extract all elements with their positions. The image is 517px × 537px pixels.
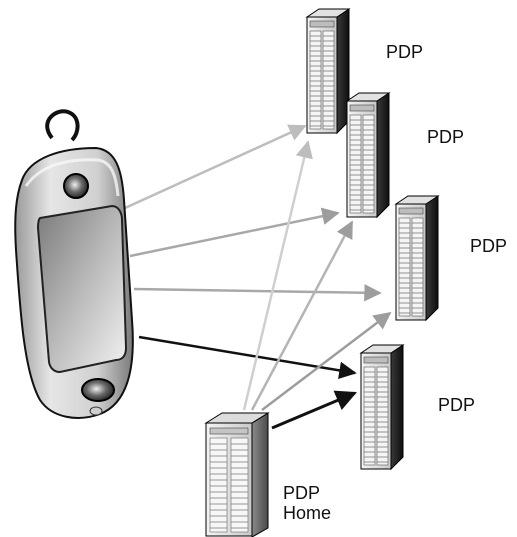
server-pdp-3-label: PDP xyxy=(470,236,507,256)
server-home-label-line1: PDP xyxy=(283,483,320,503)
arrow-device-to-pdp1 xyxy=(124,124,307,210)
server-pdp-2: PDP xyxy=(346,92,464,218)
server-icon xyxy=(395,195,439,321)
server-pdp-home: PDP Home xyxy=(204,412,331,537)
server-icon xyxy=(306,8,350,134)
server-home-label-line2: Home xyxy=(283,503,331,523)
server-pdp-2-label: PDP xyxy=(427,127,464,147)
arrow-device-to-pdp3 xyxy=(133,283,382,302)
handheld-pda-icon xyxy=(14,109,134,419)
server-pdp-4: PDP xyxy=(360,344,475,470)
arrow-device-to-pdp4 xyxy=(138,335,357,380)
server-pdp-1: PDP xyxy=(306,8,423,134)
arrow-device-to-pdp2 xyxy=(129,207,340,258)
arrow-home-to-pdp2 xyxy=(250,220,354,411)
home-arrows xyxy=(242,140,392,430)
arrow-home-to-pdp3 xyxy=(261,311,392,411)
arrow-home-to-pdp1 xyxy=(242,140,313,411)
server-pdp-1-label: PDP xyxy=(386,42,423,62)
server-pdp-3: PDP xyxy=(395,195,507,321)
arrow-home-to-pdp4 xyxy=(271,390,357,430)
camera-lens-icon xyxy=(63,173,89,199)
server-icon xyxy=(360,344,404,470)
server-pdp-4-label: PDP xyxy=(438,395,475,415)
server-icon xyxy=(346,92,390,218)
nav-button-icon xyxy=(81,378,115,402)
server-home-icon xyxy=(204,412,270,537)
device-arrows xyxy=(124,124,382,380)
device-screen xyxy=(36,204,128,374)
